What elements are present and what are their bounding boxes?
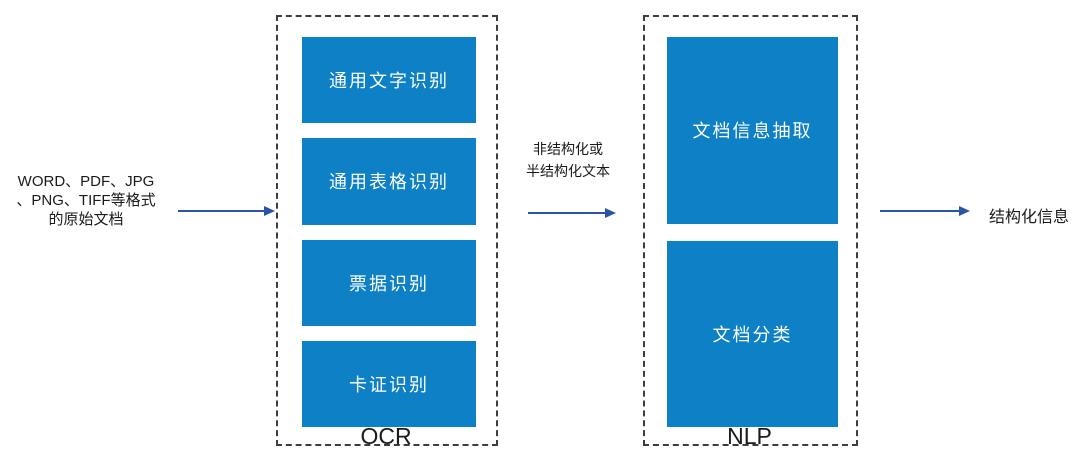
ocr-box-general-text-recognition: 通用文字识别 <box>302 37 476 124</box>
arrow-right-icon-input-to-ocr <box>178 206 275 216</box>
nlp-box-document-info-extraction: 文档信息抽取 <box>667 37 838 224</box>
ocr-box-card-recognition: 卡证识别 <box>302 340 476 427</box>
arrow-right-icon-ocr-to-nlp <box>528 208 616 218</box>
nlp-box-document-classification: 文档分类 <box>667 240 838 427</box>
ocr-box-general-table-recognition: 通用表格识别 <box>302 138 476 225</box>
intermediate-text-label: 非结构化或 半结构化文本 <box>498 138 638 182</box>
input-documents-line-1: WORD、PDF、JPG <box>17 173 155 190</box>
arrow-right-icon-nlp-to-output <box>880 206 970 216</box>
intermediate-text-line-1: 非结构化或 <box>533 141 603 157</box>
input-documents-line-2: 、PNG、TIFF等格式 <box>16 192 156 209</box>
nlp-group-container: 文档信息抽取 文档分类 <box>643 15 858 446</box>
input-documents-line-3: 的原始文档 <box>48 211 124 228</box>
ocr-group-label: OCR <box>360 423 412 449</box>
input-documents-label: WORD、PDF、JPG 、PNG、TIFF等格式 的原始文档 <box>0 172 172 229</box>
ocr-box-receipt-recognition: 票据识别 <box>302 239 476 326</box>
ocr-group-container: 通用文字识别 通用表格识别 票据识别 卡证识别 <box>276 15 498 446</box>
output-structured-info-label: 结构化信息 <box>988 209 1069 226</box>
nlp-group-label: NLP <box>727 423 772 449</box>
intermediate-text-line-2: 半结构化文本 <box>526 163 610 179</box>
